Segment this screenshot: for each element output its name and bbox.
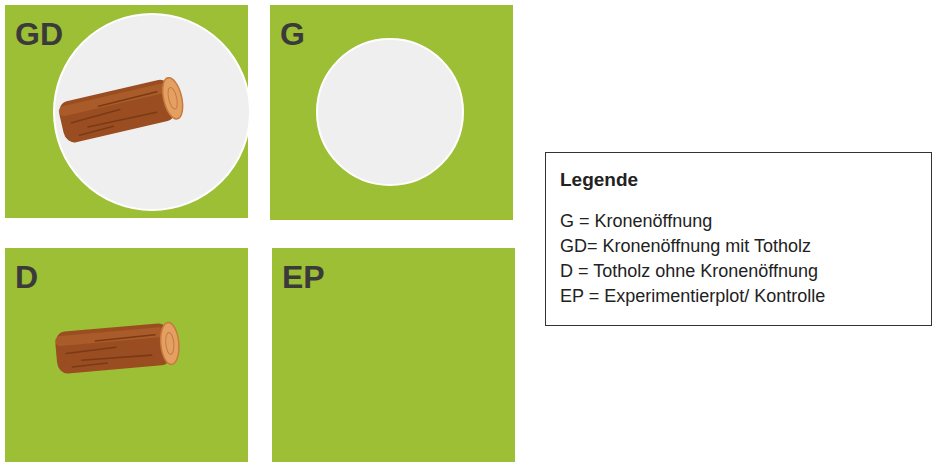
plot-code: D (15, 261, 38, 293)
legend-entry: D = Totholz ohne Kronenöffnung (560, 259, 917, 284)
plot-square: EP (272, 248, 515, 462)
plot-code: G (280, 18, 305, 50)
legend-entry: EP = Experimentierplot/ Kontrolle (560, 284, 917, 309)
plot-square: GD (5, 5, 248, 218)
legend-entry: G = Kronenöffnung (560, 209, 917, 234)
legend-box: Legende G = KronenöffnungGD= Kronenöffnun… (545, 152, 932, 326)
legend-entry: GD= Kronenöffnung mit Totholz (560, 234, 917, 259)
plot-square: D (5, 248, 248, 462)
plot-square: G (270, 5, 513, 220)
legend-title: Legende (560, 169, 917, 191)
plot-code: EP (282, 261, 325, 293)
plot-code: GD (15, 18, 63, 50)
